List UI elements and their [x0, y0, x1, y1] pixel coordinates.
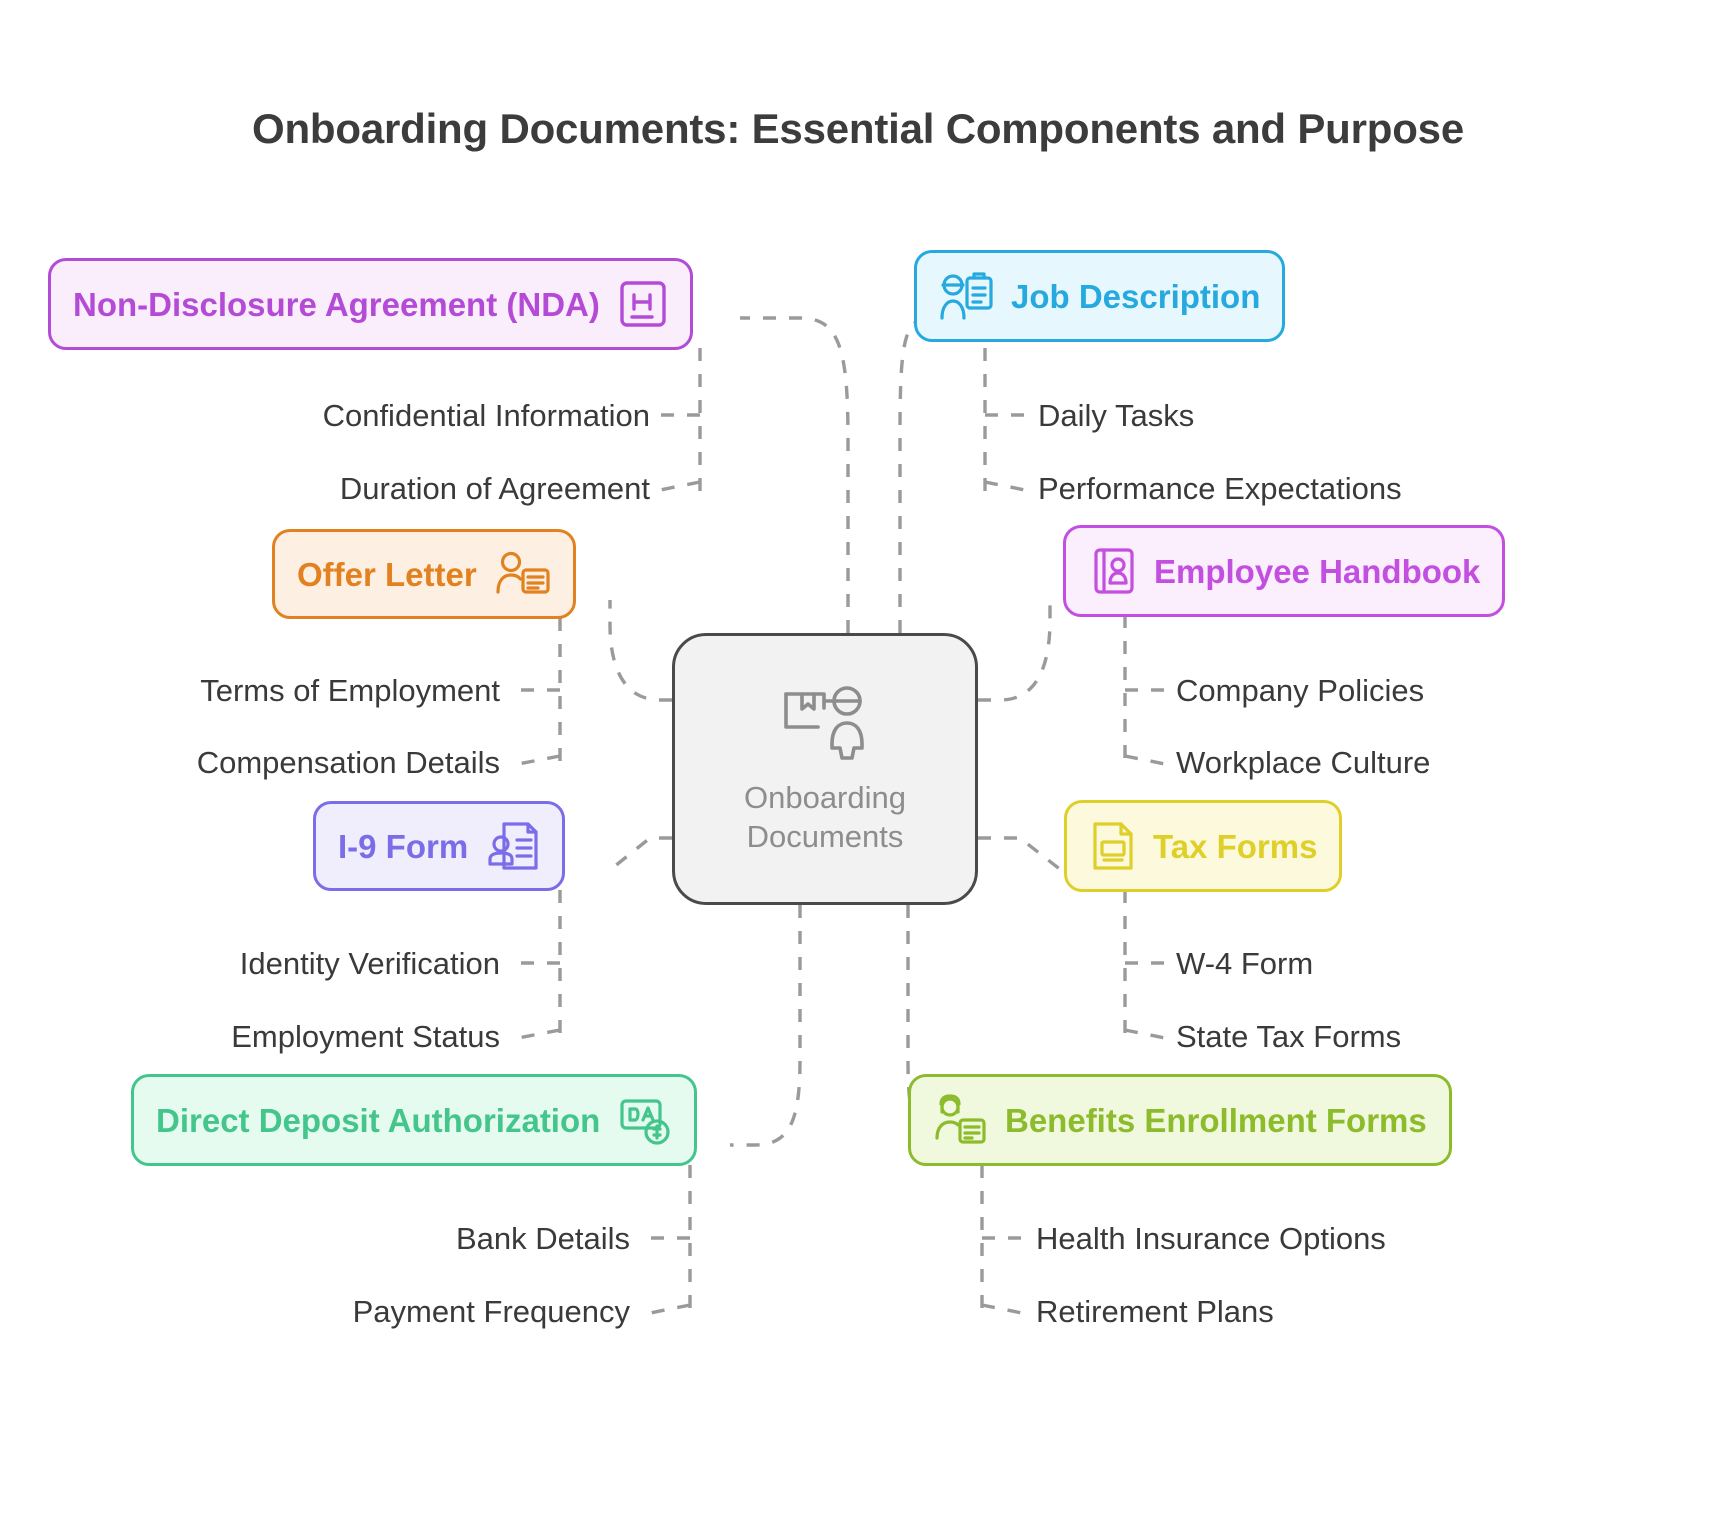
sub-label-terms-of-employment: Terms of Employment: [200, 673, 500, 708]
connector-center-offer-letter: [608, 600, 672, 702]
node-i9-form[interactable]: I-9 Form: [313, 801, 566, 891]
tax-document-icon: [1089, 820, 1137, 872]
sub-label-confidential-information: Confidential Information: [322, 398, 650, 433]
node-offer-letter-label: Offer Letter: [297, 555, 477, 593]
sub-label-employment-status: Employment Status: [231, 1019, 500, 1054]
connector-center-direct-deposit: [730, 905, 802, 1147]
sub-label-state-tax-forms: State Tax Forms: [1176, 1019, 1402, 1054]
sub-label-duration-of-agreement: Duration of Agreement: [339, 471, 650, 506]
page-title: Onboarding Documents: Essential Componen…: [252, 105, 1464, 152]
node-employee-handbook[interactable]: Employee Handbook: [1063, 525, 1506, 617]
node-direct-deposit-label: Direct Deposit Authorization: [156, 1101, 601, 1139]
sub-label-retirement-plans: Retirement Plans: [1036, 1294, 1274, 1329]
node-benefits-enrollment-label: Benefits Enrollment Forms: [1005, 1101, 1427, 1139]
node-job-description-label: Job Description: [1011, 277, 1261, 315]
connector-center-nda: [740, 316, 850, 633]
node-tax-forms[interactable]: Tax Forms: [1064, 800, 1343, 892]
node-job-description[interactable]: Job Description: [914, 250, 1286, 342]
node-i9-form-label: I-9 Form: [338, 827, 469, 865]
connector-nda-child-1: [659, 480, 701, 492]
connector-center-i9: [608, 836, 672, 872]
package-person-icon: [782, 682, 868, 765]
connector-jd-child-1: [984, 480, 1026, 492]
connector-eh-child-1: [1124, 754, 1166, 766]
sub-label-company-policies: Company Policies: [1176, 673, 1425, 708]
person-form-icon: [933, 1094, 989, 1146]
sub-label-daily-tasks: Daily Tasks: [1038, 398, 1195, 433]
sub-label-workplace-culture: Workplace Culture: [1176, 745, 1431, 780]
node-benefits-enrollment[interactable]: Benefits Enrollment Forms: [908, 1074, 1452, 1166]
stamped-document-icon: [486, 820, 540, 872]
connector-center-job-description: [898, 316, 948, 633]
node-nda[interactable]: Non-Disclosure Agreement (NDA): [48, 258, 693, 350]
connector-i9-child-1: [517, 1028, 561, 1040]
node-offer-letter[interactable]: Offer Letter: [272, 529, 576, 619]
book-badge-icon: [1088, 546, 1138, 596]
sub-label-bank-details: Bank Details: [455, 1221, 630, 1256]
node-direct-deposit[interactable]: Direct Deposit Authorization: [131, 1074, 698, 1166]
connector-be-child-1: [981, 1303, 1023, 1315]
center-node-label: Onboarding Documents: [743, 779, 906, 854]
connector-offer-child-1: [517, 754, 561, 766]
node-employee-handbook-label: Employee Handbook: [1154, 552, 1481, 590]
sub-label-w4-form: W-4 Form: [1176, 946, 1314, 981]
connector-dd-child-1: [649, 1303, 691, 1315]
connector-tf-child-1: [1124, 1028, 1166, 1040]
sub-label-identity-verification: Identity Verification: [239, 946, 500, 981]
person-clipboard-icon: [939, 270, 995, 322]
node-nda-label: Non-Disclosure Agreement (NDA): [73, 285, 600, 323]
connector-center-employee-handbook: [978, 595, 1052, 702]
node-tax-forms-label: Tax Forms: [1153, 827, 1318, 865]
sub-label-compensation-details: Compensation Details: [196, 745, 500, 780]
sub-label-health-insurance-options: Health Insurance Options: [1036, 1221, 1386, 1256]
money-card-icon: [618, 1095, 672, 1145]
sub-label-payment-frequency: Payment Frequency: [352, 1294, 630, 1329]
center-node[interactable]: Onboarding Documents: [672, 633, 978, 905]
signature-document-icon: [618, 279, 668, 329]
person-document-icon: [495, 550, 551, 598]
sub-label-performance-expectations: Performance Expectations: [1038, 471, 1402, 506]
